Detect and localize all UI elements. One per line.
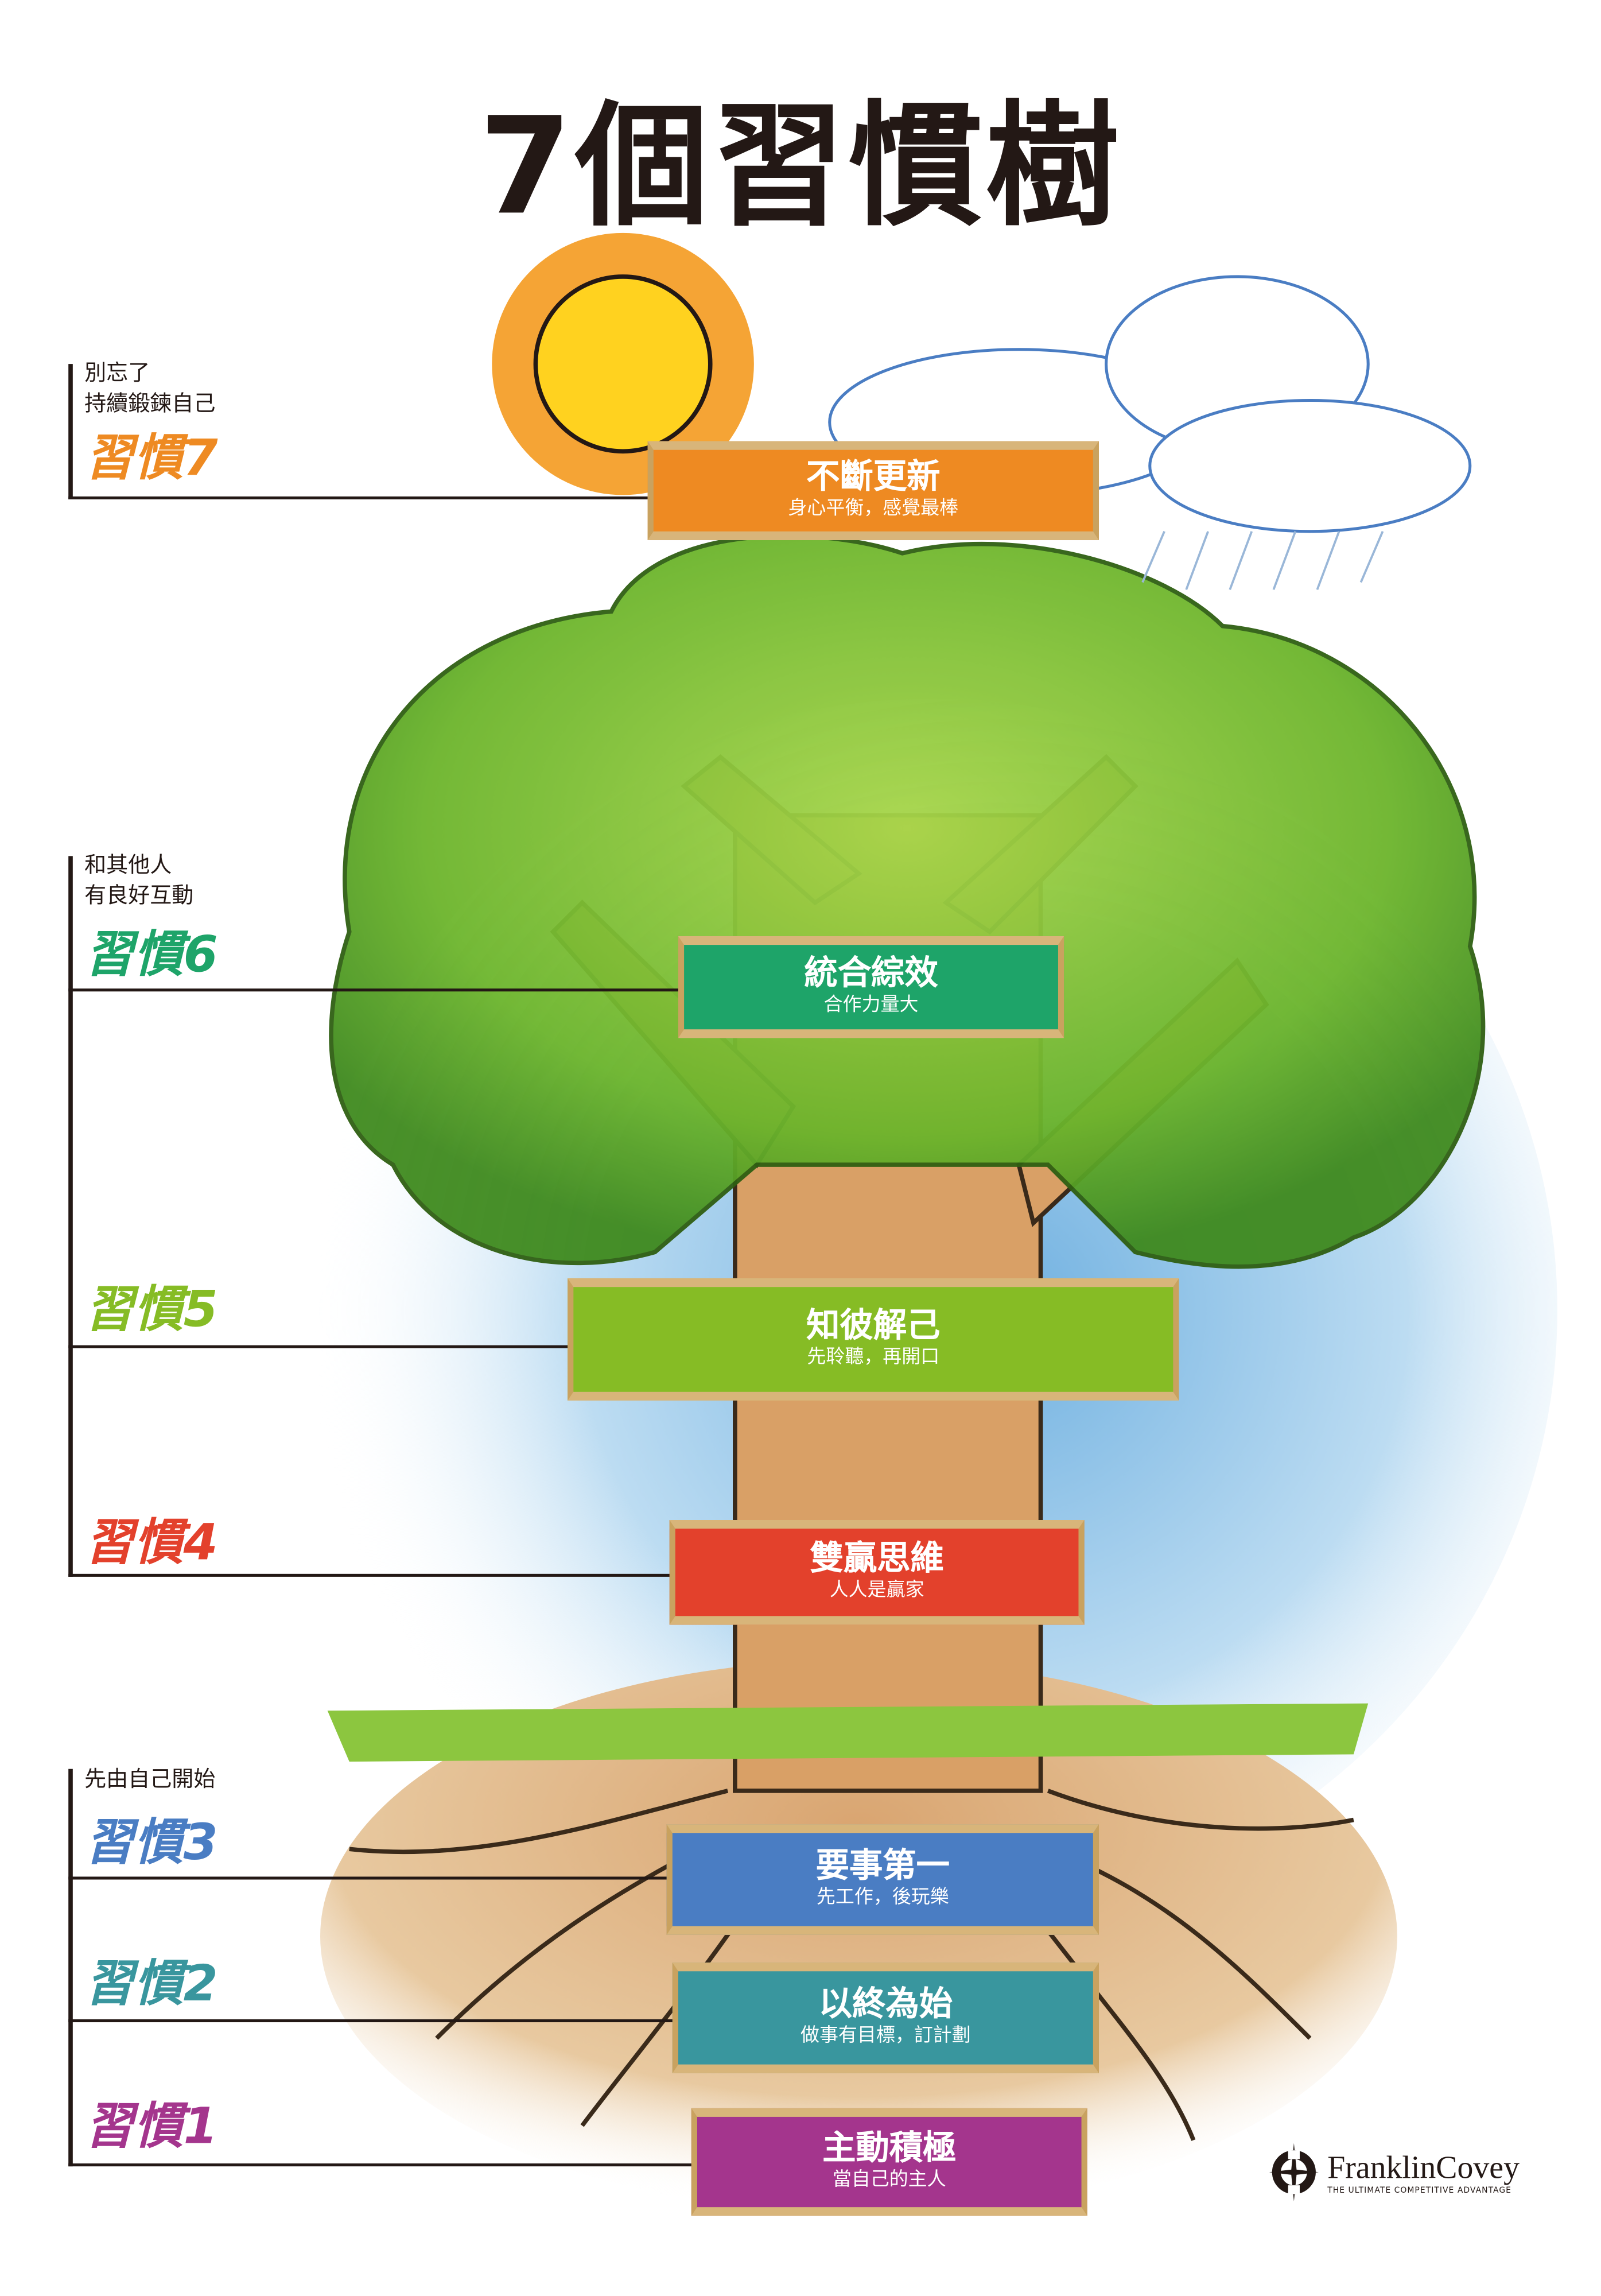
- habit2-label: 習慣2: [84, 1955, 218, 2014]
- habit4-sign: 雙贏思維 人人是贏家: [669, 1520, 1085, 1625]
- habit1-label: 習慣1: [84, 2097, 218, 2157]
- connector-habit3: [68, 1876, 669, 1880]
- logo-name: FranklinCovey: [1327, 2148, 1520, 2186]
- connector-habit6: [68, 988, 680, 992]
- sign-title: 以終為始: [818, 1986, 953, 2024]
- habit7-sign: 不斷更新 身心平衡，感覺最棒: [647, 441, 1099, 541]
- habit1-sign: 主動積極 當自己的主人: [691, 2108, 1087, 2216]
- habit5-sign: 知彼解己 先聆聽，再開口: [568, 1278, 1179, 1401]
- sign-subtitle: 人人是贏家: [829, 1579, 924, 1601]
- sign-subtitle: 身心平衡，感覺最棒: [788, 497, 959, 519]
- logo-tagline: THE ULTIMATE COMPETITIVE ADVANTAGE: [1327, 2186, 1512, 2196]
- connector-habit4: [68, 1573, 673, 1577]
- sign-subtitle: 先聆聽，再開口: [807, 1346, 940, 1368]
- note-line: 別忘了: [84, 359, 150, 386]
- bracket-top: [68, 364, 73, 499]
- page-title: 7個習慣樹: [479, 88, 1122, 245]
- bracket-bottom: [68, 1768, 73, 2167]
- connector-habit5: [68, 1345, 571, 1348]
- bracket-middle: [68, 856, 73, 1577]
- sign-subtitle: 合作力量大: [823, 994, 919, 1016]
- soil: [320, 1659, 1397, 2213]
- compass-icon: [1269, 2143, 1319, 2202]
- grass: [327, 1703, 1369, 1762]
- note-top: 別忘了 持續鍛鍊自己: [84, 358, 215, 420]
- sign-subtitle: 做事有目標，訂計劃: [800, 2024, 971, 2047]
- sign-title: 統合綜效: [804, 955, 938, 994]
- sun: [492, 232, 754, 495]
- sign-subtitle: 先工作，後玩樂: [816, 1886, 949, 1909]
- note-middle: 和其他人 有良好互動: [84, 850, 193, 912]
- sign-title: 知彼解己: [806, 1308, 941, 1346]
- connector-habit7: [68, 496, 648, 499]
- sign-title: 要事第一: [815, 1848, 950, 1886]
- habit2-sign: 以終為始 做事有目標，訂計劃: [672, 1963, 1099, 2073]
- sign-subtitle: 當自己的主人: [832, 2169, 946, 2191]
- connector-habit1: [68, 2163, 694, 2167]
- note-line: 持續鍛鍊自己: [84, 390, 216, 417]
- habit6-label: 習慣6: [84, 926, 218, 984]
- note-line: 和其他人: [84, 851, 172, 878]
- note-line: 有良好互動: [84, 882, 194, 909]
- franklincovey-logo: FranklinCovey THE ULTIMATE COMPETITIVE A…: [1269, 2143, 1520, 2202]
- cloud: [828, 275, 1472, 533]
- rain: [1141, 531, 1384, 590]
- habit7-label: 習慣7: [84, 429, 218, 488]
- note-bottom: 先由自己開始: [84, 1766, 216, 1793]
- connector-habit2: [68, 2019, 674, 2023]
- sign-title: 主動積極: [822, 2130, 957, 2169]
- habit6-sign: 統合綜效 合作力量大: [678, 936, 1064, 1038]
- canopy: [329, 533, 1486, 1269]
- sign-title: 不斷更新: [806, 459, 941, 497]
- habit4-label: 習慣4: [84, 1514, 218, 1573]
- habit3-sign: 要事第一 先工作，後玩樂: [666, 1824, 1099, 1935]
- sign-title: 雙贏思維: [810, 1541, 944, 1579]
- habit3-label: 習慣3: [84, 1814, 218, 1872]
- habit5-label: 習慣5: [84, 1281, 218, 1340]
